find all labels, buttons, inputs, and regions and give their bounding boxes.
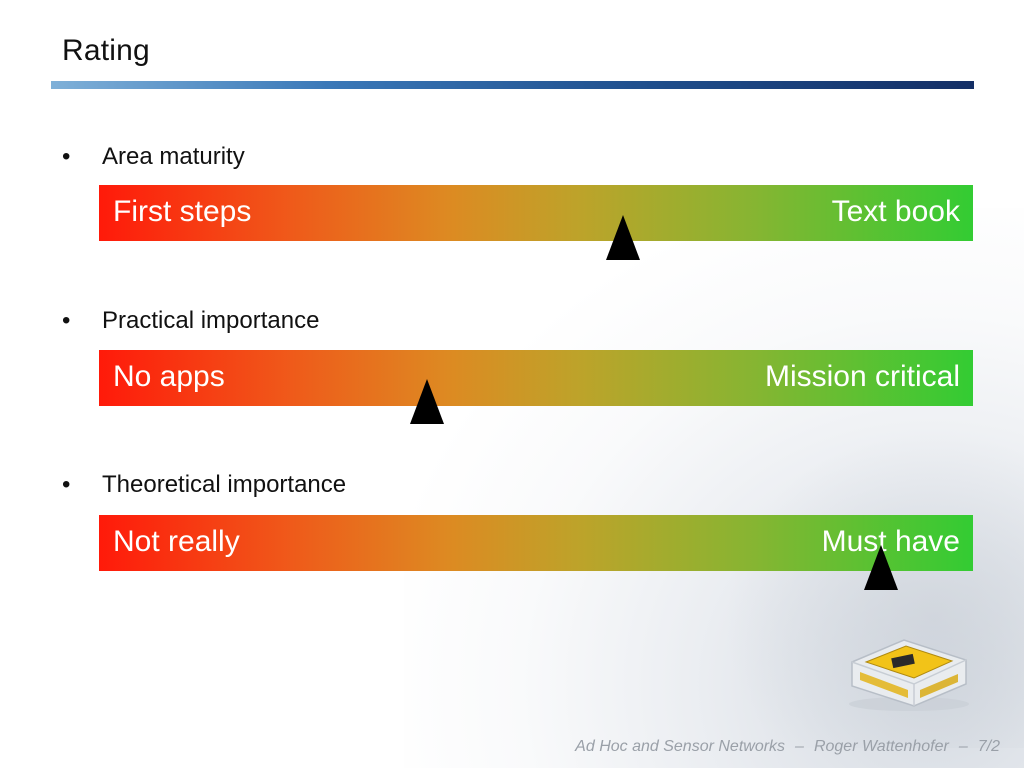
triangle-up-icon: [409, 379, 444, 424]
rating-bar-practical-importance: No apps Mission critical: [99, 350, 973, 406]
footer-course: Ad Hoc and Sensor Networks: [575, 738, 786, 755]
page-title: Rating: [62, 34, 150, 67]
bar-right-label: Text book: [831, 195, 960, 228]
rating-label: Theoretical importance: [102, 471, 347, 498]
rating-item-practical-importance: • Practical importance: [62, 307, 319, 335]
rating-bar-area-maturity: First steps Text book: [99, 185, 973, 241]
title-rule: [51, 81, 974, 89]
bar-left-label: First steps: [113, 195, 252, 228]
triangle-up-icon: [606, 215, 641, 260]
rating-label: Practical importance: [102, 307, 320, 334]
rating-item-area-maturity: • Area maturity: [62, 143, 245, 171]
bullet-icon: •: [62, 143, 71, 170]
footer-page-number: 7/2: [977, 738, 1000, 755]
slide-footer: Ad Hoc and Sensor Networks–Roger Wattenh…: [575, 738, 1000, 756]
rating-bar-theoretical-importance: Not really Must have: [99, 515, 973, 571]
bullet-icon: •: [62, 307, 71, 334]
footer-separator: –: [795, 738, 804, 755]
footer-author: Roger Wattenhofer: [813, 738, 949, 755]
sensor-node-icon: [849, 639, 969, 711]
triangle-up-icon: [864, 545, 899, 590]
rating-item-theoretical-importance: • Theoretical importance: [62, 471, 346, 499]
bar-right-label: Mission critical: [764, 360, 960, 393]
rating-label: Area maturity: [102, 143, 245, 170]
footer-separator: –: [958, 738, 968, 755]
bar-left-label: No apps: [113, 360, 225, 393]
bar-left-label: Not really: [113, 525, 240, 558]
bullet-icon: •: [62, 471, 71, 498]
